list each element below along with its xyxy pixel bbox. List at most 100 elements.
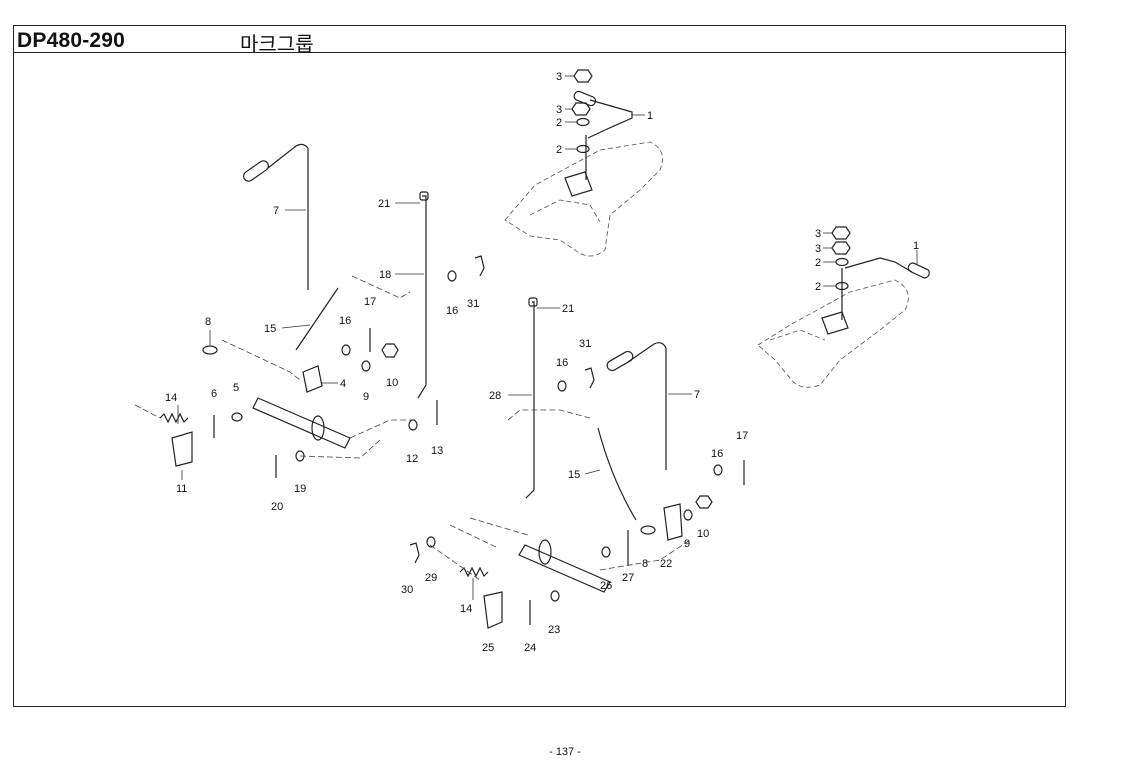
handle-lever-1 xyxy=(587,99,633,139)
callout-21: 21 xyxy=(378,198,390,210)
spring-14 xyxy=(459,566,489,578)
main-shaft xyxy=(518,544,611,593)
model-code: DP480-290 xyxy=(17,29,126,52)
dash-guide xyxy=(349,419,418,439)
callout-12: 12 xyxy=(406,453,418,465)
dash-guide xyxy=(221,339,301,381)
bracket-11 xyxy=(171,431,193,467)
handle-grip xyxy=(907,262,930,279)
callout-15: 15 xyxy=(264,323,276,335)
callout-14: 14 xyxy=(460,603,472,615)
callout-7: 7 xyxy=(694,389,700,401)
page-number: - 137 - xyxy=(549,746,581,758)
washer-icon xyxy=(683,509,693,521)
callout-5: 5 xyxy=(233,382,239,394)
lever-grip xyxy=(243,160,269,182)
left-linkage-assembly: 7 21 18 16 31 8 15 16 17 4 9 10 14 6 5 1… xyxy=(134,143,485,513)
bracket-22 xyxy=(663,503,683,541)
lever-bend-7 xyxy=(267,143,309,169)
washer-icon xyxy=(550,590,560,602)
callout-3: 3 xyxy=(815,243,821,255)
dash-guide xyxy=(507,409,591,421)
rod-cap xyxy=(419,191,429,201)
callout-16: 16 xyxy=(711,448,723,460)
nut-icon xyxy=(831,226,851,240)
lever-bend-7 xyxy=(627,342,667,363)
rod-21 xyxy=(417,195,427,399)
washer-icon xyxy=(601,546,611,558)
callout-3: 3 xyxy=(556,104,562,116)
washer-icon xyxy=(231,412,243,422)
machine-body-outline xyxy=(757,279,909,388)
callout-10: 10 xyxy=(697,528,709,540)
dash-guide xyxy=(429,544,481,581)
callout-26: 26 xyxy=(600,580,612,592)
callout-17: 17 xyxy=(364,296,376,308)
spring-14 xyxy=(159,412,189,424)
clip-31 xyxy=(584,367,595,389)
callout-19: 19 xyxy=(294,483,306,495)
callout-25: 25 xyxy=(482,642,494,654)
pin-8 xyxy=(640,525,656,535)
callout-28: 28 xyxy=(489,390,501,402)
callout-2: 2 xyxy=(815,257,821,269)
top-handle-assembly: 3 3 2 2 1 xyxy=(504,69,663,257)
callout-7: 7 xyxy=(273,205,279,217)
callout-2: 2 xyxy=(556,117,562,129)
callout-2: 2 xyxy=(556,144,562,156)
callout-22: 22 xyxy=(660,558,672,570)
rod-cap xyxy=(528,297,538,307)
callout-31: 31 xyxy=(579,338,591,350)
link-rod-15 xyxy=(295,287,339,351)
callout-17: 17 xyxy=(736,430,748,442)
nut-icon xyxy=(381,343,399,358)
washer-icon xyxy=(341,344,351,356)
clip-30 xyxy=(409,542,420,564)
washer-icon xyxy=(835,257,849,267)
dash-guide xyxy=(449,524,499,549)
dash-guide xyxy=(599,539,691,571)
callout-27: 27 xyxy=(622,572,634,584)
washer-icon xyxy=(713,464,723,476)
bracket-25 xyxy=(483,591,503,629)
callout-8: 8 xyxy=(642,558,648,570)
nut-icon xyxy=(573,69,593,83)
callout-10: 10 xyxy=(386,377,398,389)
callout-15: 15 xyxy=(568,469,580,481)
shaft-collar xyxy=(538,539,552,565)
callout-3: 3 xyxy=(556,71,562,83)
callout-24: 24 xyxy=(524,642,536,654)
callout-11: 11 xyxy=(176,483,187,495)
handle-grip xyxy=(573,90,597,107)
right-handle-assembly: 3 3 2 2 1 xyxy=(757,226,930,388)
callout-16: 16 xyxy=(556,357,568,369)
shaft-collar xyxy=(311,415,325,441)
washer-icon xyxy=(576,117,590,127)
nut-icon xyxy=(831,241,851,255)
callout-8: 8 xyxy=(205,316,211,328)
link-rod-15 xyxy=(597,427,637,521)
machine-body-outline xyxy=(504,141,663,257)
callout-9: 9 xyxy=(363,391,369,403)
mount-bracket xyxy=(821,311,849,335)
lever-grip xyxy=(606,350,634,372)
callout-20: 20 xyxy=(271,501,283,513)
header-divider xyxy=(14,52,1065,53)
body-ridge xyxy=(769,329,826,341)
clip-31 xyxy=(474,255,485,277)
body-ridge xyxy=(529,199,601,223)
right-linkage-assembly: 21 16 31 28 7 15 17 16 9 10 8 22 27 26 3… xyxy=(401,297,748,654)
washer-icon xyxy=(447,270,457,282)
callout-16: 16 xyxy=(339,315,351,327)
callout-4: 4 xyxy=(340,378,346,390)
washer-icon xyxy=(576,144,590,154)
callout-30: 30 xyxy=(401,584,413,596)
callout-3: 3 xyxy=(815,228,821,240)
nut-icon xyxy=(695,495,713,509)
callout-23: 23 xyxy=(548,624,560,636)
callout-2: 2 xyxy=(815,281,821,293)
callout-18: 18 xyxy=(379,269,391,281)
callout-21: 21 xyxy=(562,303,574,315)
rod-28 xyxy=(525,301,535,499)
